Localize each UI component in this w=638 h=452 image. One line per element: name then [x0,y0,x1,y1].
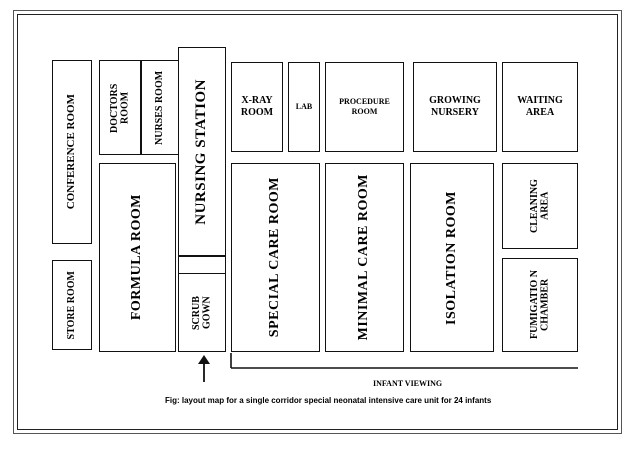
inner-frame [17,14,618,430]
lab: LAB [288,62,320,152]
fumigation-chamber: FUMIGATIO N CHAMBER [502,258,578,352]
conference-room: CONFERENCE ROOM [52,60,92,244]
cleaning-area: CLEANING AREA [502,163,578,249]
store-room: STORE ROOM [52,260,92,350]
procedure-room: PROCEDURE ROOM [325,62,404,152]
minimal-care-room: MINIMAL CARE ROOM [325,163,404,352]
entry-arrow-icon [198,355,210,364]
figure-caption: Fig: layout map for a single corridor sp… [165,396,492,405]
doctors-room: DOCTORS ROOM [99,60,141,155]
infant-viewing-label: INFANT VIEWING [373,379,443,388]
xray-room-label: X-RAY ROOM [240,95,274,118]
waiting-area: WAITING AREA [502,62,578,152]
growing-nursery: GROWING NURSERY [413,62,497,152]
nursing-station: NURSING STATION [178,47,226,256]
outer-frame [13,10,622,434]
scrub-gown: SCRUB GOWN [178,273,226,352]
lab-label: LAB [295,102,313,112]
special-care-room: SPECIAL CARE ROOM [231,163,320,352]
nurses-room: NURSES ROOM [141,60,179,155]
growing-nursery-label: GROWING NURSERY [429,95,481,118]
procedure-room-label: PROCEDURE ROOM [339,97,390,116]
isolation-room: ISOLATION ROOM [410,163,494,352]
formula-room: FORMULA ROOM [99,163,176,352]
waiting-area-label: WAITING AREA [517,95,563,118]
xray-room: X-RAY ROOM [231,62,283,152]
